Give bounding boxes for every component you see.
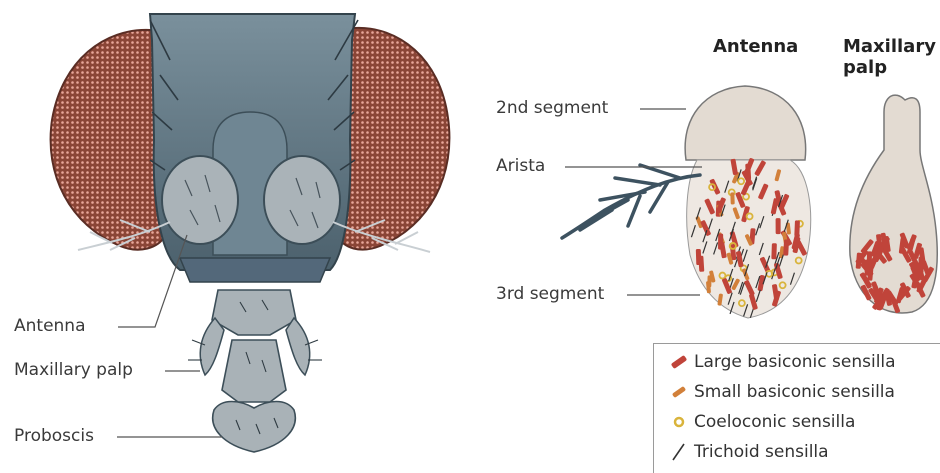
large-basiconic-icon — [668, 351, 690, 373]
coeloconic-icon — [668, 411, 690, 433]
trichoid-icon — [668, 441, 690, 463]
sensilla-legend: Large basiconic sensilla Small basiconic… — [653, 343, 940, 473]
arista-label: Arista — [496, 158, 545, 175]
legend-item-trichoid: Trichoid sensilla — [668, 438, 829, 466]
maxillary-palp-header-line2: palp — [843, 58, 887, 79]
legend-item-coeloconic: Coeloconic sensilla — [668, 408, 855, 436]
second-segment-label: 2nd segment — [496, 100, 608, 117]
second-segment-shape — [685, 86, 806, 160]
small-basiconic-icon — [668, 381, 690, 403]
arista-shape — [562, 165, 700, 238]
legend-item-small-basiconic: Small basiconic sensilla — [668, 378, 895, 406]
third-segment-label: 3rd segment — [496, 286, 604, 303]
maxillary-palp-header-line1: Maxillary — [843, 37, 936, 58]
head-proboscis-label: Proboscis — [14, 428, 94, 445]
legend-item-large-basiconic: Large basiconic sensilla — [668, 348, 896, 376]
head-antenna-label: Antenna — [14, 318, 86, 335]
antenna-header: Antenna — [713, 37, 798, 58]
head-maxillary-palp-label: Maxillary palp — [14, 362, 133, 379]
